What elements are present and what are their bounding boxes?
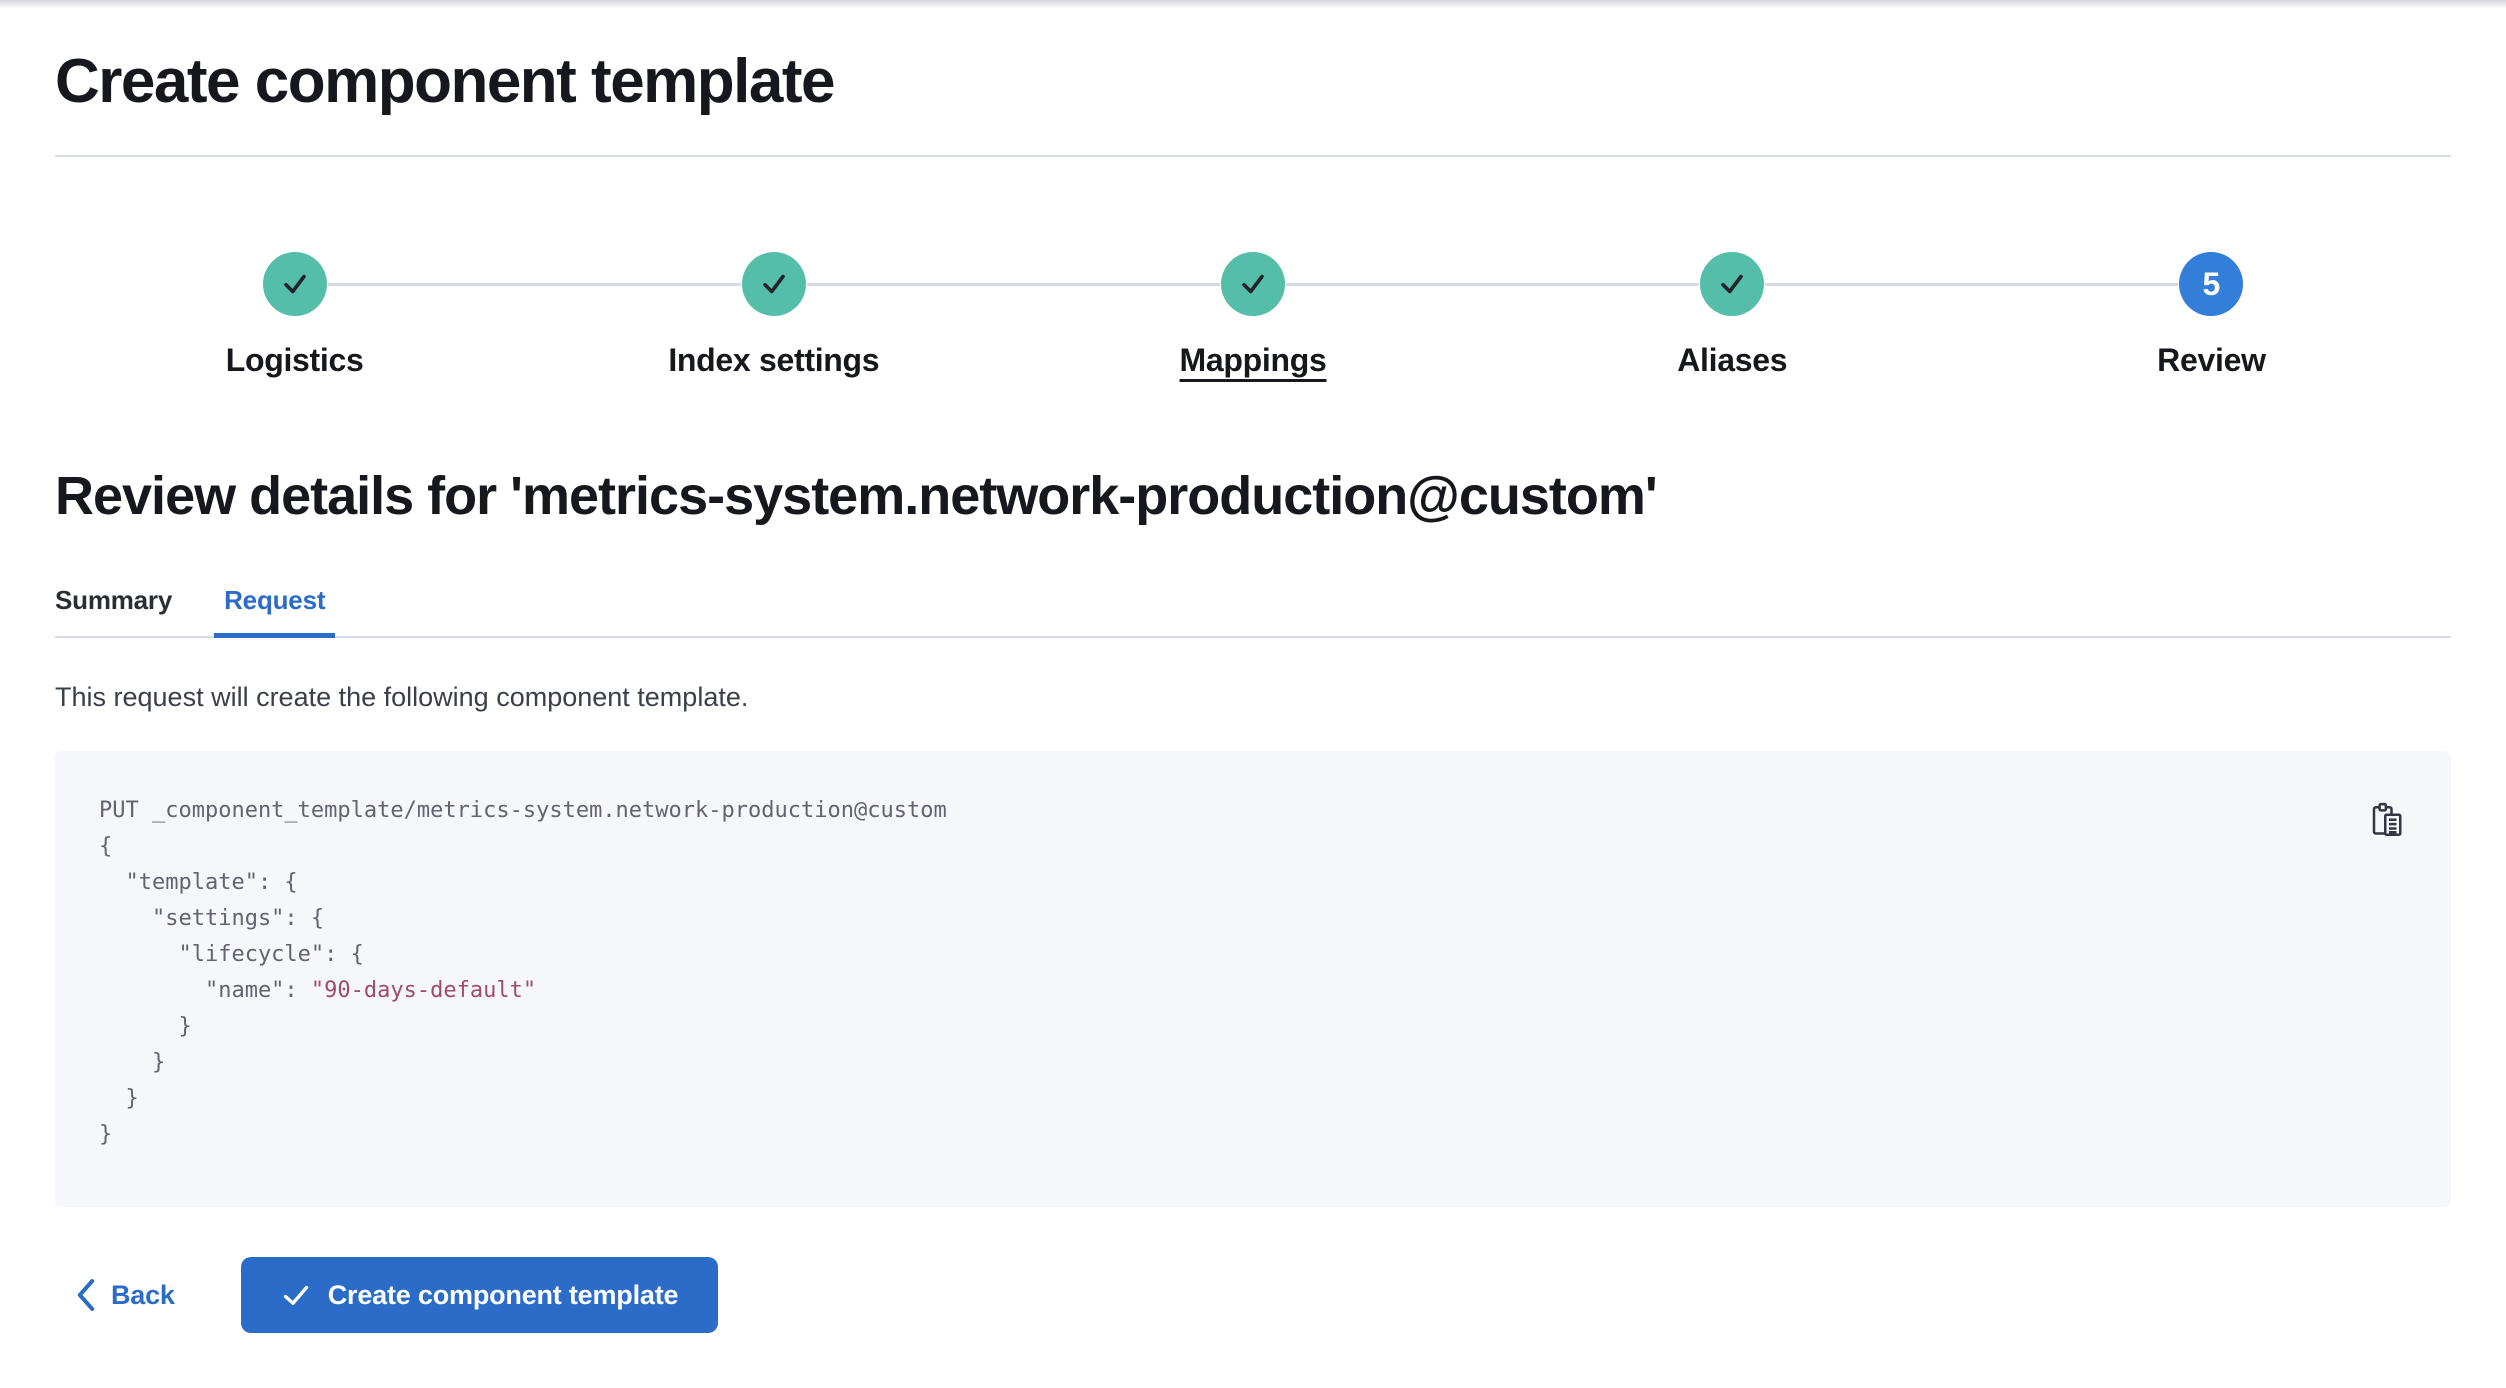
review-tabs: Summary Request [55,573,2451,638]
step-label: Logistics [225,342,364,378]
step-check-circle [1700,252,1765,316]
step-connector [1286,283,1493,286]
step-label: Review [2157,342,2266,378]
review-heading: Review details for 'metrics-system.netwo… [55,466,1658,526]
check-icon [1717,269,1747,299]
code-line: } [99,1014,192,1039]
title-divider [55,155,2451,157]
step-label: Aliases [1677,342,1788,378]
step-label: Mappings [1179,342,1327,378]
code-line: "lifecycle": { [99,942,364,967]
code-line: } [99,1122,113,1147]
create-component-template-button[interactable]: Create component template [240,1257,719,1333]
page-title: Create component template [55,47,836,116]
step-connector [1765,283,1972,286]
code-lines: PUT _component_template/metrics-system.n… [99,793,2331,1153]
step-connector [534,283,741,286]
step-connector [327,283,535,286]
step-aliases[interactable]: Aliases [1492,252,1972,379]
request-description: This request will create the following c… [55,682,749,712]
step-number: 5 [2202,265,2221,302]
tab-summary[interactable]: Summary [55,585,173,615]
step-number-circle: 5 [2179,252,2244,316]
step-connector [1971,283,2179,286]
code-line: "settings": { [99,906,325,931]
code-line: "template": { [99,870,298,895]
step-logistics[interactable]: Logistics [55,252,535,379]
step-connector [1492,283,1700,286]
copy-clipboard-icon[interactable] [2369,801,2409,841]
step-check-circle [741,252,806,316]
wizard-footer: Back Create component template [55,1257,2451,1333]
chevron-left-icon [75,1278,97,1312]
code-line: { [99,834,113,859]
code-line: } [99,1086,139,1111]
code-line: } [99,1050,166,1075]
step-check-circle [262,252,327,316]
request-code-block: PUT _component_template/metrics-system.n… [55,751,2451,1207]
step-mappings[interactable]: Mappings [1013,252,1493,379]
top-shadow [0,0,2506,9]
code-line: PUT _component_template/metrics-system.n… [99,798,947,823]
check-icon [280,269,310,299]
code-line: "name": "90-days-default" [99,978,537,1003]
step-connector [1013,283,1220,286]
check-icon [281,1280,311,1310]
step-index-settings[interactable]: Index settings [534,252,1014,379]
back-button[interactable]: Back [55,1278,175,1312]
create-component-template-label: Create component template [327,1279,679,1310]
tab-request[interactable]: Request [214,573,336,638]
check-icon [1238,269,1268,299]
check-icon [759,269,789,299]
step-label: Index settings [668,342,880,378]
step-connector [806,283,1014,286]
back-button-label: Back [111,1279,175,1310]
step-check-circle [1221,252,1285,316]
